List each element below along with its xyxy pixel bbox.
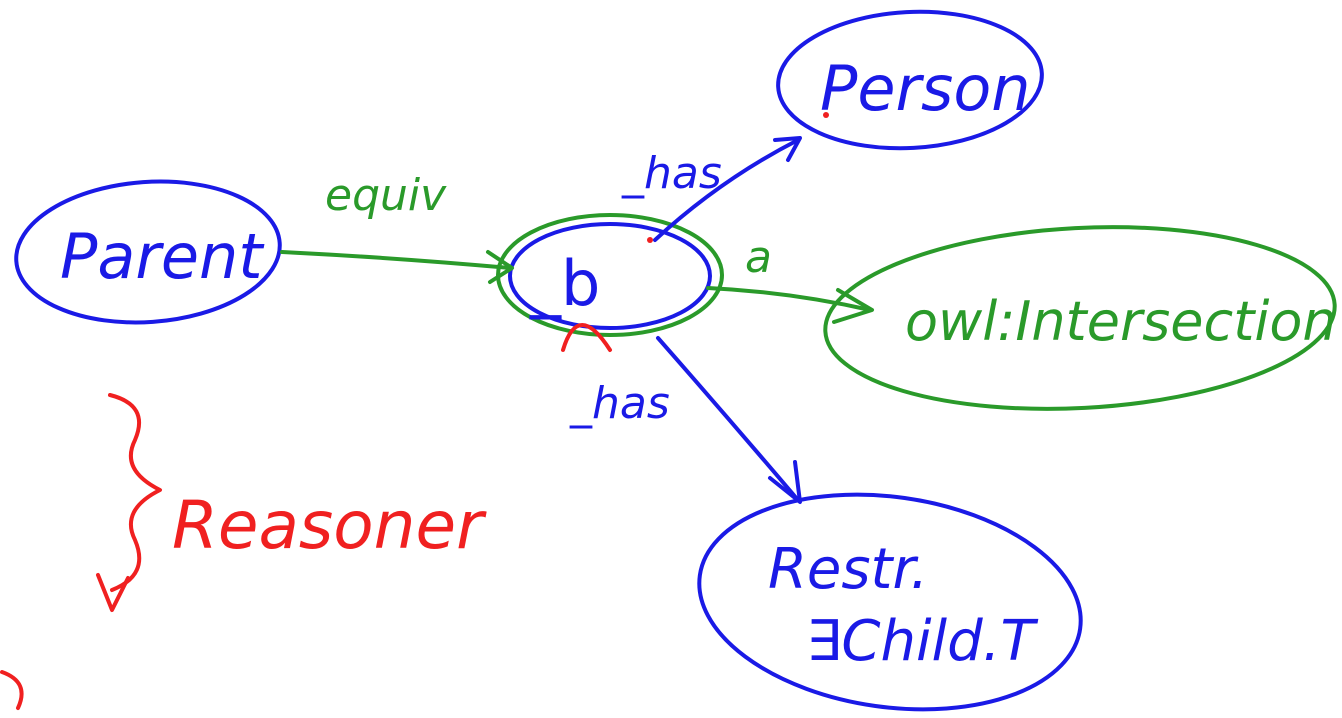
edge-equiv: equiv — [280, 170, 514, 284]
down-arrow-icon — [96, 573, 130, 612]
node-blank: _b — [496, 213, 724, 352]
edge-a: a — [706, 232, 874, 324]
reasoner-label: Reasoner — [172, 487, 487, 564]
edge-has-person-label: _has — [621, 148, 722, 199]
red-dot-icon — [647, 237, 653, 243]
curly-brace-icon — [108, 393, 162, 592]
node-intersection: owl:Intersection — [823, 225, 1337, 411]
edge-equiv-label: equiv — [325, 170, 447, 221]
reasoner-annotation: Reasoner — [0, 393, 487, 710]
node-intersection-label: owl:Intersection — [905, 290, 1337, 353]
edge-a-label: a — [745, 232, 772, 283]
node-person: Person — [776, 9, 1044, 151]
reasoner-mark-icon — [561, 323, 612, 352]
node-blank-label: _b — [529, 247, 600, 320]
partial-mark-icon — [0, 670, 24, 710]
edge-has-person: _has — [621, 136, 802, 242]
edge-has-restriction-label: _has — [569, 378, 670, 429]
edge-has-restriction: _has — [569, 336, 802, 504]
node-person-label: Person — [820, 52, 1031, 125]
node-parent: Parent — [14, 179, 282, 325]
node-parent-label: Parent — [60, 220, 265, 293]
node-restriction-label-1: Restr. — [768, 537, 928, 602]
red-dot-icon — [823, 112, 829, 118]
node-restriction-label-2: ∃Child.T — [806, 609, 1038, 674]
node-restriction: Restr. ∃Child.T — [697, 492, 1083, 712]
